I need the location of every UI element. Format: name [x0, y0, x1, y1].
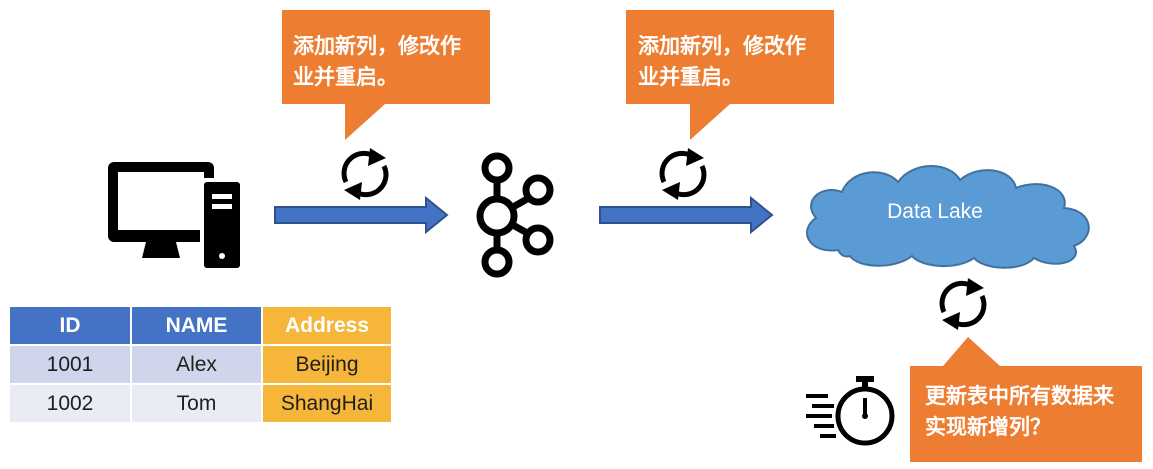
- table-header-row: ID NAME Address: [10, 307, 391, 344]
- cell-name: Tom: [132, 385, 261, 422]
- refresh-icon: [341, 148, 389, 200]
- table-row: 1002 Tom ShangHai: [10, 385, 391, 422]
- arrow-kafka-to-lake: [599, 195, 774, 235]
- callout-backfill-question: 更新表中所有数据来 实现新增列？: [925, 384, 1114, 439]
- cell-address: Beijing: [263, 346, 391, 383]
- callout-kafka-change: 添加新列，修改作 业并重启。: [293, 34, 461, 89]
- sample-data-table: ID NAME Address 1001 Alex Beijing 1002 T…: [8, 305, 393, 424]
- cell-address: ShangHai: [263, 385, 391, 422]
- arrow-source-to-kafka: [274, 195, 449, 235]
- cell-name: Alex: [132, 346, 261, 383]
- cloud-icon: [806, 165, 1090, 269]
- data-lake-label: Data Lake: [887, 200, 983, 223]
- column-header-name: NAME: [132, 307, 261, 344]
- kafka-logo-icon: [476, 152, 554, 278]
- cell-id: 1002: [10, 385, 130, 422]
- column-header-id: ID: [10, 307, 130, 344]
- stopwatch-icon: [806, 376, 895, 446]
- refresh-icon: [659, 148, 707, 200]
- refresh-icon: [939, 278, 987, 330]
- computer-icon: [108, 162, 242, 270]
- callout-lake-change: 添加新列，修改作 业并重启。: [638, 34, 806, 89]
- column-header-address: Address: [263, 307, 391, 344]
- cell-id: 1001: [10, 346, 130, 383]
- table-row: 1001 Alex Beijing: [10, 346, 391, 383]
